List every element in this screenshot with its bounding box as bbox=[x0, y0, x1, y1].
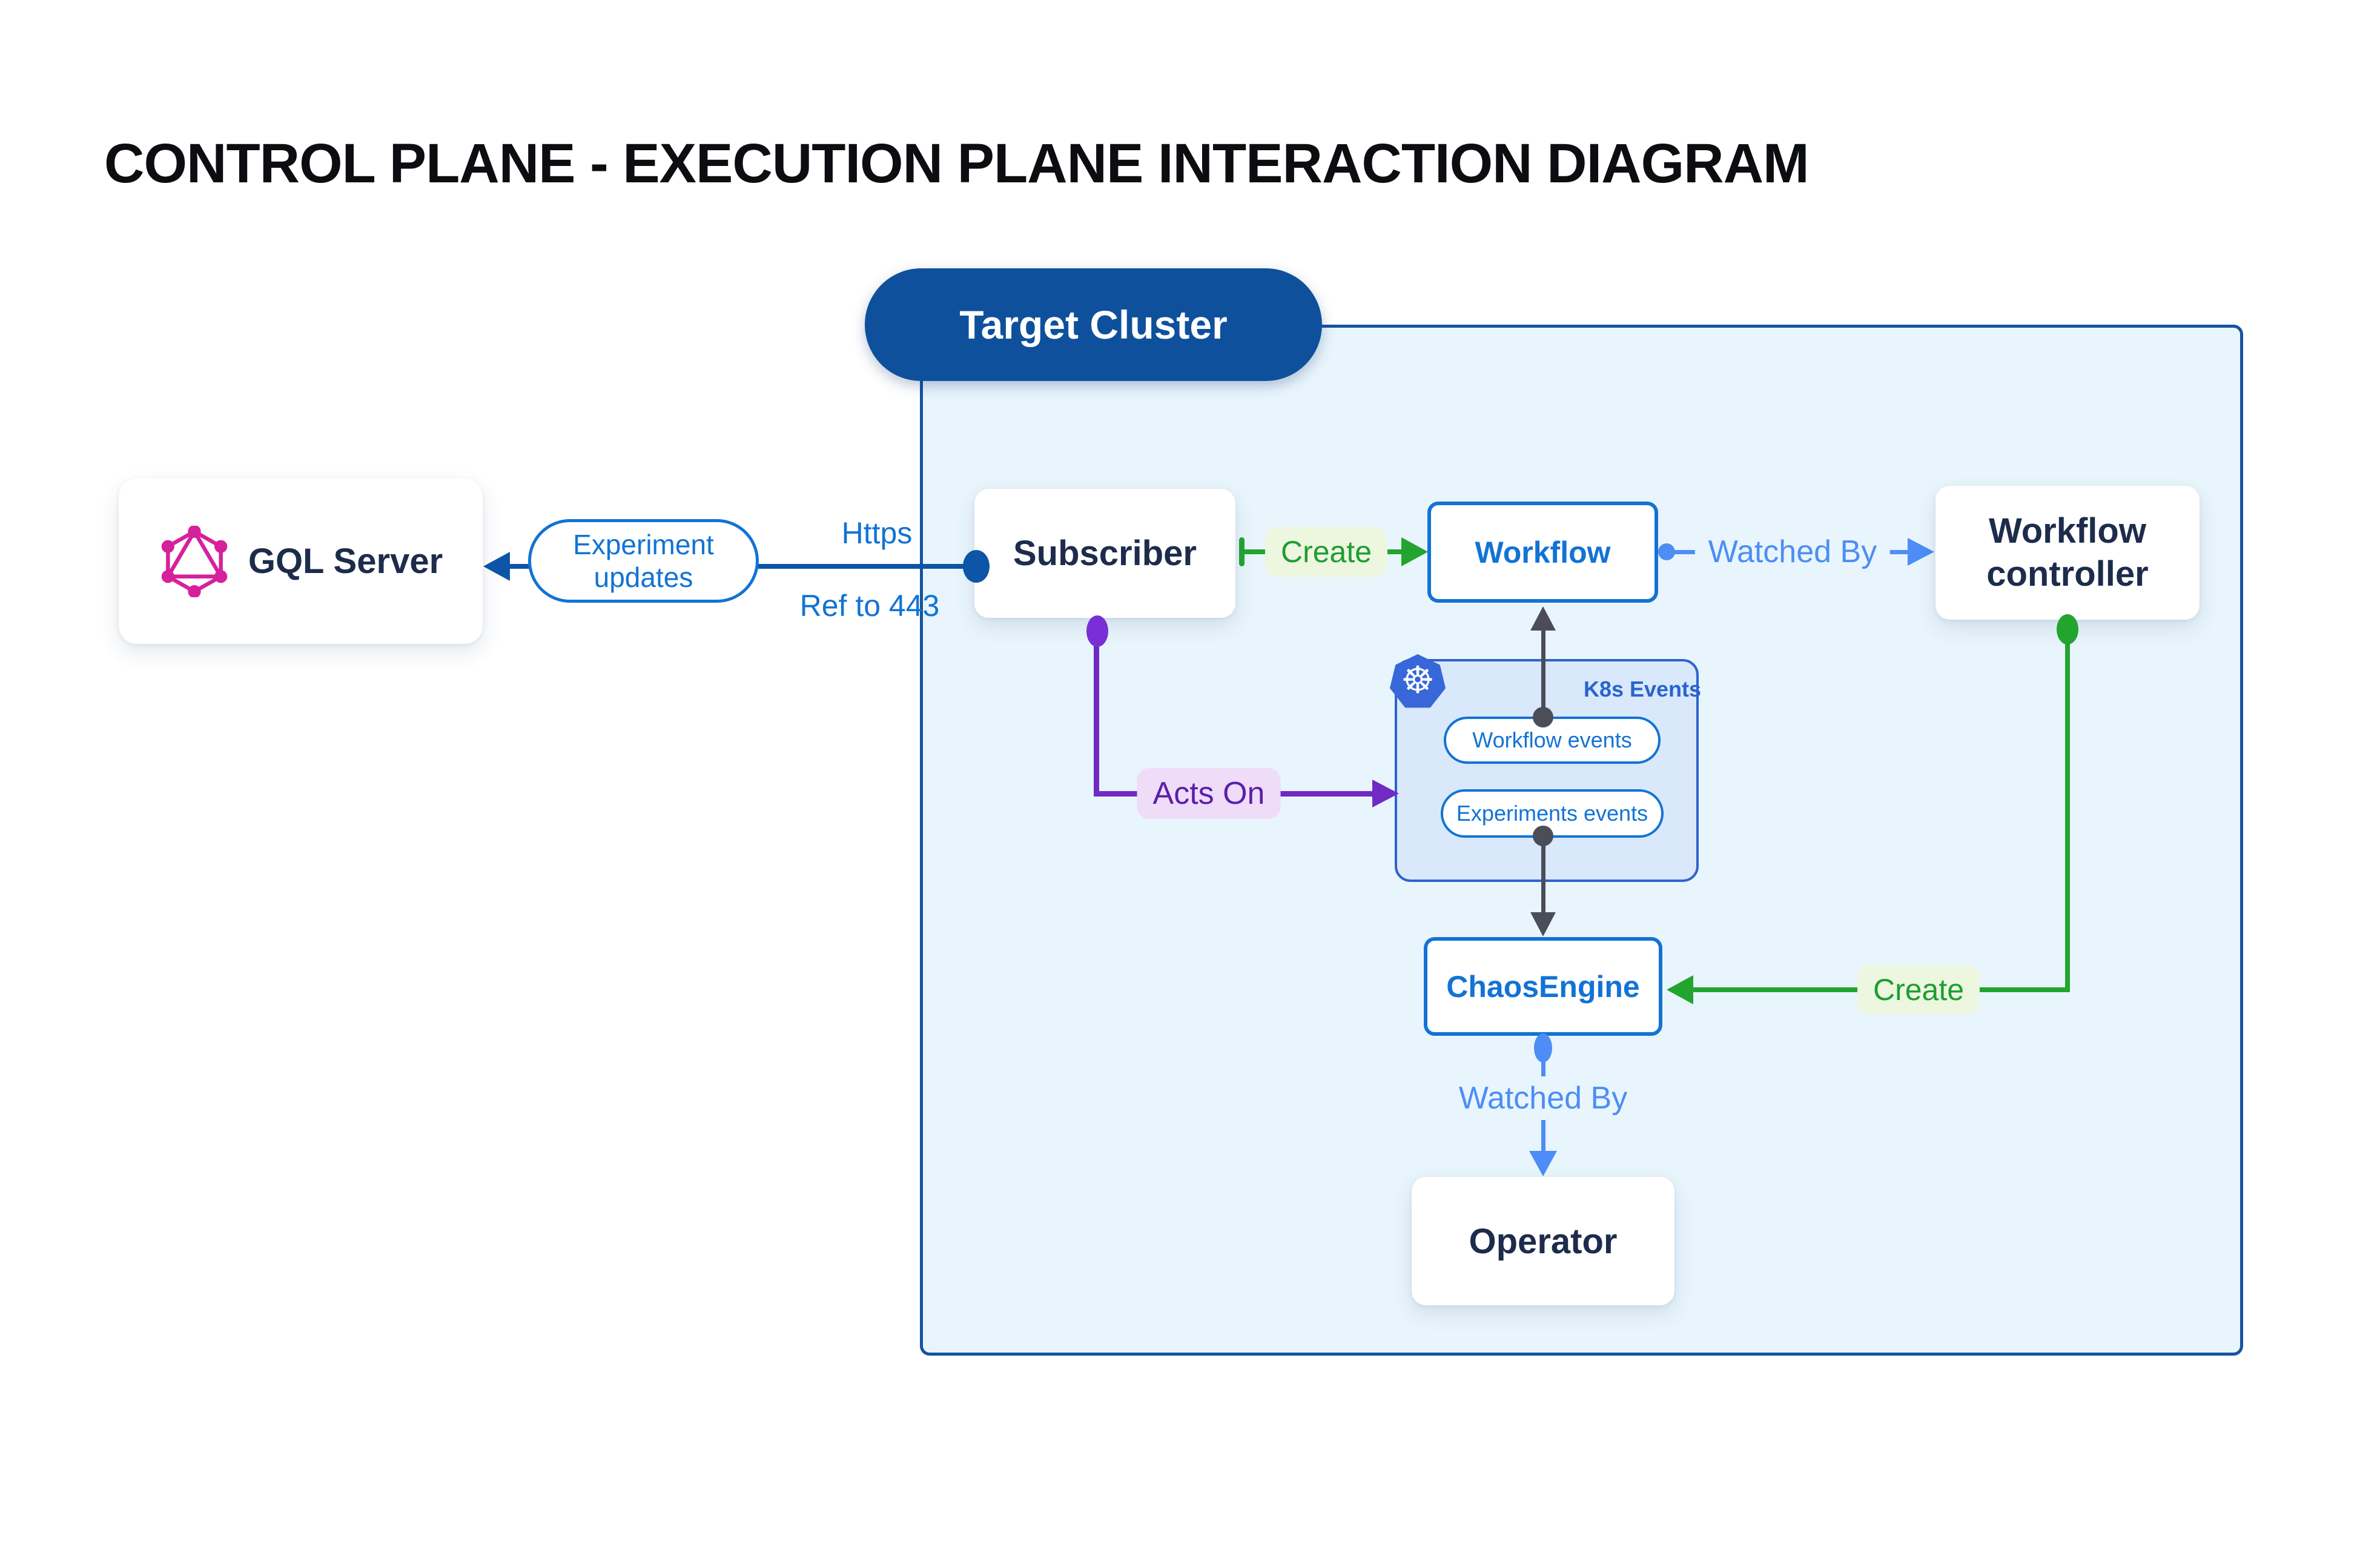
node-workflow: Workflow bbox=[1427, 502, 1658, 603]
node-chaos-engine: ChaosEngine bbox=[1424, 937, 1662, 1036]
edge-https-start-dot bbox=[963, 550, 990, 583]
operator-label: Operator bbox=[1469, 1221, 1618, 1261]
node-operator: Operator bbox=[1412, 1177, 1674, 1305]
edge-watchedby-operator-label-chip: Watched By bbox=[1445, 1076, 1641, 1120]
node-gql-server: GQL Server bbox=[119, 479, 483, 644]
workflow-events-pill: Workflow events bbox=[1444, 717, 1661, 764]
create-workflow-label: Create bbox=[1280, 535, 1372, 569]
edge-https-arrowhead bbox=[483, 552, 510, 581]
gray-connector-upper bbox=[1541, 615, 1545, 720]
edge-actson-startdot bbox=[1086, 615, 1108, 647]
gray-dot-experiments-events bbox=[1533, 826, 1553, 846]
edge-https-label: Https bbox=[841, 516, 913, 550]
watched-by-operator-label: Watched By bbox=[1458, 1081, 1628, 1116]
edge-watchedby-operator-arrowhead bbox=[1529, 1151, 1557, 1176]
edge-watchedby-controller-startdot bbox=[1658, 543, 1675, 560]
create-chaosengine-label: Create bbox=[1873, 973, 1965, 1007]
graphql-icon bbox=[159, 525, 230, 597]
target-cluster-pill: Target Cluster bbox=[865, 268, 1322, 381]
edge-create-chaos-startdot bbox=[2057, 614, 2078, 644]
subscriber-label: Subscriber bbox=[1013, 534, 1197, 573]
edge-watchedby-operator-startdot bbox=[1534, 1033, 1552, 1062]
gray-connector-lower bbox=[1541, 843, 1545, 915]
kubernetes-wheel-glyph: ☸ bbox=[1401, 660, 1435, 701]
gray-arrowhead-to-workflow bbox=[1530, 606, 1556, 631]
workflow-controller-label: Workflow controller bbox=[1986, 511, 2149, 594]
page-title: CONTROL PLANE - EXECUTION PLANE INTERACT… bbox=[104, 133, 1810, 194]
edge-create-workflow-label-chip: Create bbox=[1264, 527, 1388, 577]
watched-by-controller-label: Watched By bbox=[1708, 534, 1877, 569]
edge-actson-label-chip: Acts On bbox=[1137, 768, 1281, 819]
edge-watchedby-controller-arrowhead bbox=[1908, 538, 1934, 566]
edge-actson-arrowhead bbox=[1372, 780, 1399, 807]
node-subscriber: Subscriber bbox=[974, 489, 1235, 618]
edge-watchedby-controller-label-chip: Watched By bbox=[1694, 530, 1891, 574]
workflow-label: Workflow bbox=[1475, 535, 1611, 569]
target-cluster-label: Target Cluster bbox=[959, 302, 1228, 347]
edge-create-chaos-vline bbox=[2065, 636, 2070, 992]
edge-create-chaos-label-chip: Create bbox=[1857, 965, 1980, 1015]
edge-ref-443-label: Ref to 443 bbox=[799, 589, 940, 623]
kubernetes-icon: ☸ bbox=[1389, 654, 1446, 708]
chaos-engine-label: ChaosEngine bbox=[1446, 969, 1640, 1004]
gray-arrowhead-to-chaosengine bbox=[1530, 912, 1556, 936]
workflow-events-label: Workflow events bbox=[1472, 727, 1632, 752]
gray-dot-workflow-events bbox=[1533, 707, 1553, 727]
edge-create-workflow-arrowhead bbox=[1401, 537, 1428, 566]
acts-on-label: Acts On bbox=[1152, 776, 1265, 811]
k8s-events-label: K8s Events bbox=[1583, 677, 1702, 701]
gql-server-label: GQL Server bbox=[248, 542, 443, 581]
experiments-events-label: Experiments events bbox=[1456, 801, 1648, 826]
edge-experiment-updates-pill: Experiment updates bbox=[528, 519, 759, 603]
edge-create-chaos-arrowhead bbox=[1667, 975, 1693, 1004]
experiment-updates-label: Experiment updates bbox=[573, 528, 714, 593]
node-workflow-controller: Workflow controller bbox=[1935, 486, 2200, 620]
edge-actson-vline bbox=[1094, 642, 1099, 797]
